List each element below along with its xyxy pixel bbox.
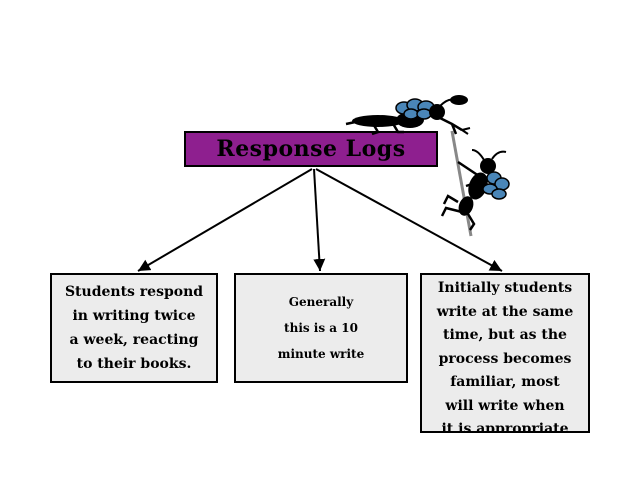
title-box: Response Logs (184, 131, 438, 167)
box-1-line-1: Students respond (64, 284, 204, 300)
content-box-2: Generally this is a 10 minute write (234, 273, 408, 383)
arrow-to-box-2 (313, 168, 326, 272)
box-1-line-3: a week, reacting (69, 332, 199, 348)
box-2-line-1: Generally (288, 295, 354, 309)
box-3-line-3: time, but as the (443, 327, 567, 343)
box-3-line-1: Initially students (437, 280, 573, 296)
ant-icon (345, 95, 471, 136)
box-1-line-2: in writing twice (72, 308, 196, 324)
box-3-line-7: it is appropriate (441, 421, 569, 433)
ant-icon (440, 149, 510, 231)
arrow-to-box-3 (315, 168, 503, 272)
rope (450, 130, 473, 237)
box-1-line-4: to their books. (76, 356, 192, 372)
box-2-line-2: this is a 10 (284, 321, 358, 335)
box-3-line-5: familiar, most (450, 374, 560, 390)
box-3-line-6: will write when (445, 397, 565, 414)
box-3-line-4: process becomes (438, 350, 572, 367)
content-box-3: Initially students write at the same tim… (420, 273, 590, 433)
box-2-line-3: minute write (277, 347, 365, 361)
content-box-1: Students respond in writing twice a week… (50, 273, 218, 383)
diagram-title: Response Logs (216, 136, 406, 162)
box-3-line-2: write at the same (436, 303, 574, 320)
arrow-to-box-1 (137, 168, 313, 272)
